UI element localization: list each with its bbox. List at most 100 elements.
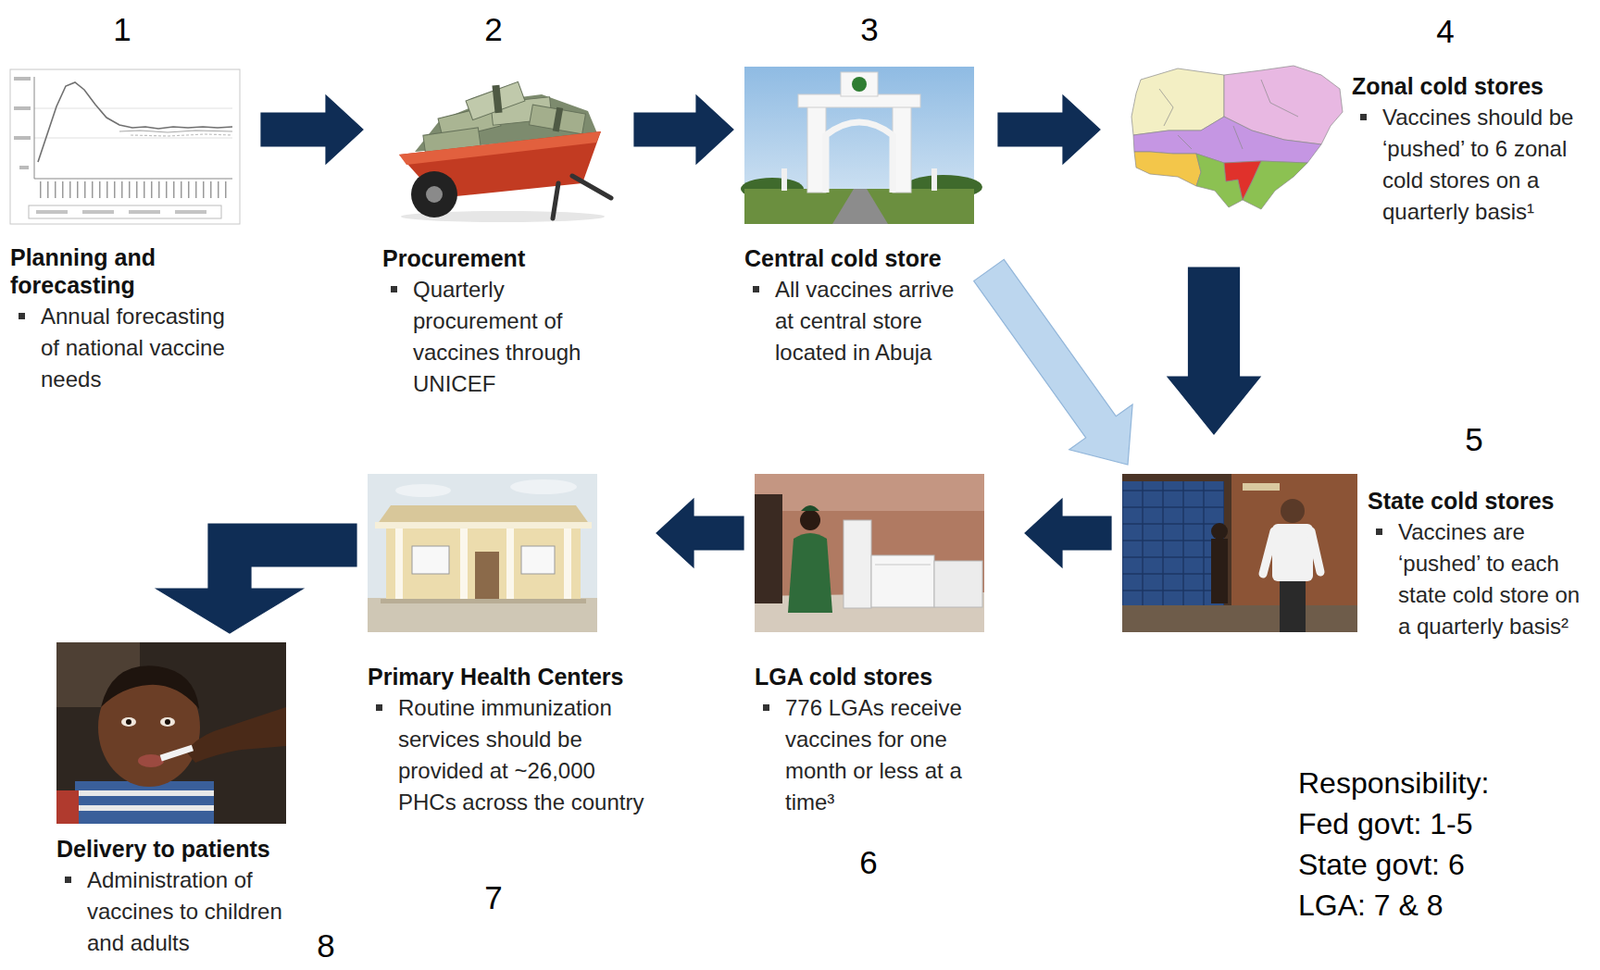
central-store-image: [744, 188, 975, 225]
flow-arrow: [974, 259, 1133, 465]
procurement-image: [529, 104, 587, 135]
forecast-chart-image: [175, 210, 207, 214]
forecast-chart-image: [10, 69, 240, 225]
state-store-image: [1122, 481, 1225, 606]
phc-building-image: [412, 546, 450, 575]
zone-map-image: [1131, 65, 1343, 210]
forecast-chart-image: [19, 165, 29, 170]
vaccination-photo: [75, 790, 214, 797]
lga-store-image: [800, 510, 821, 531]
flow-arrow: [998, 95, 1100, 164]
lga-store-image: [754, 494, 783, 604]
vaccination-photo: [75, 805, 214, 812]
step-bullet-text: Vaccines should be ‘pushed’ to 6 zonal c…: [1351, 101, 1595, 228]
state-store-image: [1280, 499, 1305, 524]
flow-arrow: [1167, 267, 1261, 435]
lga-store-image: [754, 474, 985, 633]
step-bullet-text: Routine immunization services should be …: [367, 692, 646, 819]
step-heading: Zonal cold stores: [1351, 72, 1595, 100]
phc-building-image: [395, 528, 403, 601]
central-store-image: [851, 76, 867, 92]
zone-map-image: [1177, 135, 1192, 150]
procurement-image: [382, 66, 614, 225]
forecast-chart-image: [36, 210, 68, 214]
state-store-image: [1279, 574, 1306, 633]
vaccination-photo: [56, 642, 287, 825]
vaccination-photo: [164, 719, 171, 725]
step-heading: Central cold store: [744, 244, 976, 273]
process-step: State cold storesVaccines are ‘pushed’ t…: [1122, 474, 1595, 643]
step-bullet-text: Quarterly procurement of vaccines throug…: [382, 274, 624, 400]
procurement-image: [411, 171, 458, 218]
vaccination-photo: [56, 790, 79, 825]
forecast-chart-image: [13, 136, 31, 140]
vaccination-photo: [137, 754, 164, 768]
flow-arrow: [634, 95, 734, 164]
state-store-image: [1122, 474, 1358, 633]
procurement-image: [552, 183, 559, 219]
phc-building-image: [367, 474, 598, 633]
forecast-chart-image: [34, 108, 233, 110]
callout-number: 5: [1464, 421, 1483, 459]
process-step: Zonal cold storesVaccines should be ‘pus…: [1122, 61, 1595, 228]
lga-store-image: [754, 474, 985, 633]
phc-building-image: [475, 551, 500, 601]
state-store-image: [1311, 531, 1321, 573]
phc-building-image: [367, 474, 598, 633]
callout-number: 4: [1436, 12, 1454, 50]
step-heading: State cold stores: [1367, 487, 1595, 515]
central-store-image: [840, 72, 878, 97]
state-store-image: [1262, 531, 1275, 575]
process-step: Planning and forecastingAnnual forecasti…: [10, 69, 242, 396]
step-bullet-text: Annual forecasting of national vaccine n…: [10, 300, 242, 396]
procurement-image: [572, 175, 612, 199]
flow-arrow: [1025, 499, 1112, 568]
procurement-image: [491, 85, 502, 114]
state-store-image: [1211, 523, 1228, 540]
forecast-chart-image: [13, 76, 31, 81]
vaccination-photo: [186, 707, 287, 763]
zone-map-image: [1196, 153, 1243, 208]
zone-map-image: [1224, 161, 1262, 200]
flow-arrow: [156, 524, 357, 634]
process-step: ProcurementQuarterly procurement of vacc…: [382, 66, 624, 400]
phc-building-image: [506, 528, 514, 601]
forecast-chart-image: [28, 205, 222, 219]
step-bullet-text: Administration of vaccines to children a…: [56, 864, 307, 960]
step-heading: LGA cold stores: [754, 662, 1014, 691]
responsibility-note: Fed govt: 1-5: [1298, 805, 1474, 843]
phc-building-image: [563, 528, 572, 601]
procurement-image: [399, 131, 601, 165]
process-step: Delivery to patientsAdministration of va…: [56, 642, 307, 960]
central-store-image: [825, 122, 893, 193]
flow-arrow: [656, 499, 744, 568]
step-bullet-text: Vaccines are ‘pushed’ to each state cold…: [1367, 516, 1595, 643]
callout-number: 3: [860, 11, 878, 49]
central-store-image: [931, 168, 938, 191]
forecast-chart-image: [37, 82, 233, 163]
zone-map-image: [1134, 151, 1201, 187]
forecast-chart-image: [130, 134, 233, 137]
vaccination-photo: [160, 717, 175, 727]
phc-building-image: [367, 598, 598, 633]
step-bullet-text: All vaccines arrive at central store loc…: [744, 274, 976, 369]
phc-building-image: [386, 528, 581, 601]
phc-building-image: [521, 546, 555, 575]
lga-store-image: [800, 505, 820, 512]
state-store-image: [1122, 474, 1358, 633]
forecast-chart-image: [37, 181, 231, 199]
phc-building-image: [376, 505, 590, 525]
lga-store-image: [934, 561, 983, 608]
lga-store-image: [787, 533, 833, 613]
procurement-image: [382, 66, 614, 225]
step-heading: Procurement: [382, 244, 624, 273]
forecast-chart-image: [119, 130, 233, 133]
procurement-image: [552, 107, 563, 133]
forecast-chart-image: [13, 106, 31, 111]
callout-number: 8: [316, 927, 335, 965]
process-step: LGA cold stores776 LGAs receive vaccines…: [754, 474, 1014, 819]
zone-map-image: [1159, 88, 1174, 126]
forecast-chart-image: [82, 210, 114, 214]
forecast-chart-image: [34, 137, 233, 139]
vaccination-photo: [56, 642, 287, 825]
